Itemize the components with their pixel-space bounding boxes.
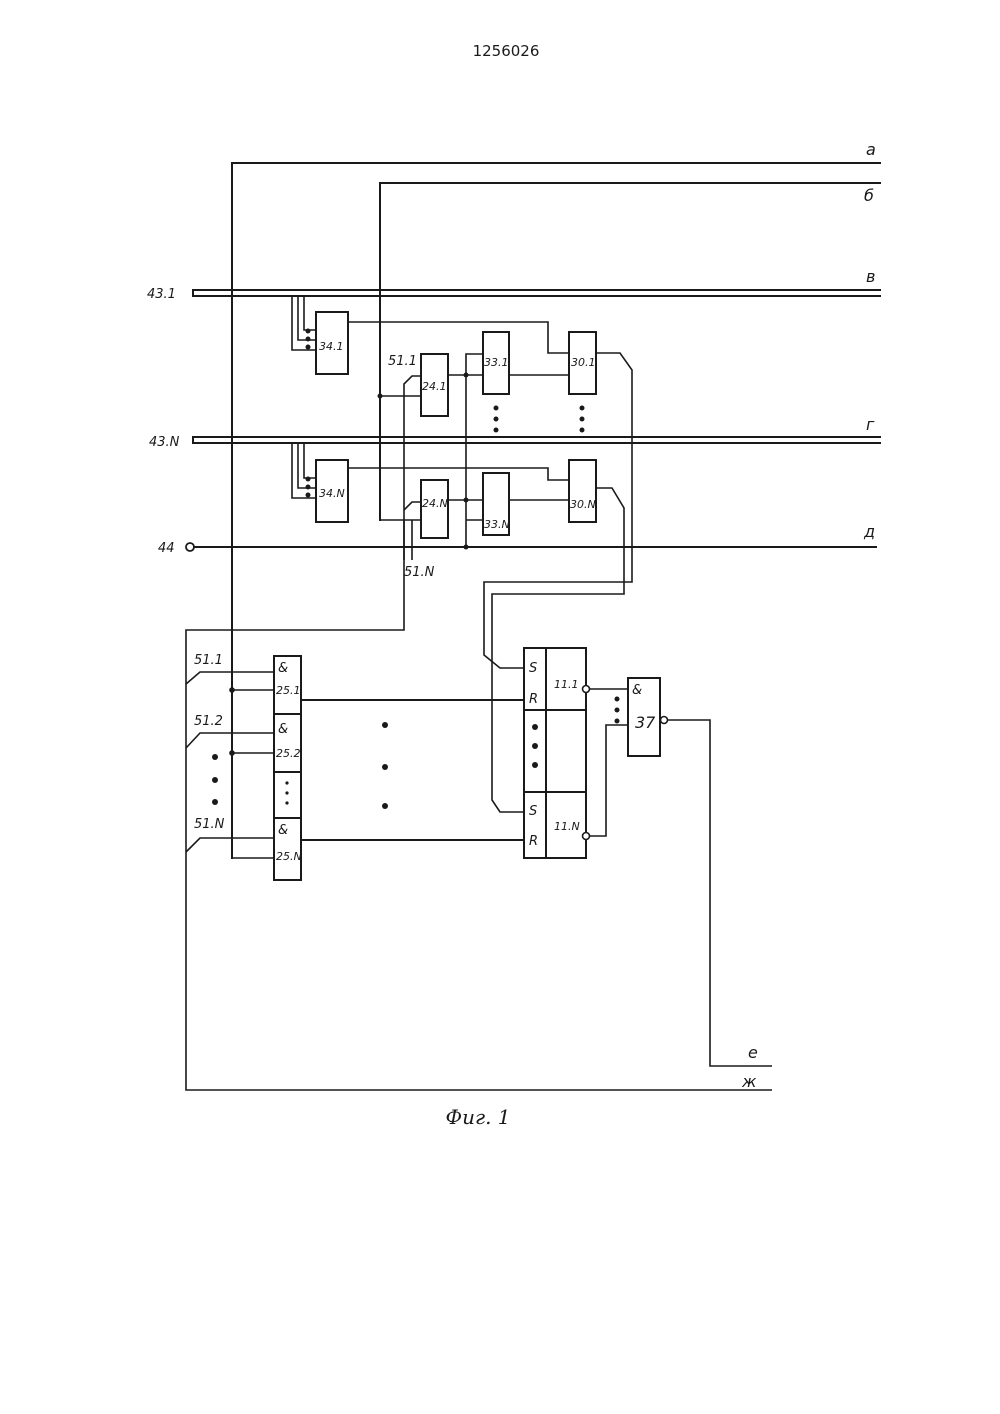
block-30-N-label: 30.N bbox=[570, 498, 596, 511]
block-33-1-label: 33.1 bbox=[484, 356, 509, 369]
gate-37-label: 37 bbox=[635, 713, 656, 732]
trigger-11-1-label: 11.1 bbox=[554, 678, 579, 691]
bus-b-line bbox=[380, 183, 880, 520]
gate-25-2-sym: & bbox=[278, 722, 288, 737]
trigger-11-1-S: S bbox=[529, 661, 537, 676]
gate-25-N-sym: & bbox=[278, 823, 288, 838]
block-30-N bbox=[569, 460, 596, 522]
input-44-terminal bbox=[186, 543, 194, 551]
signal-51-1-top-label: 51.1 bbox=[388, 354, 417, 369]
trigger-11-N-label: 11.N bbox=[554, 820, 580, 833]
signal-51-N-label: 51.N bbox=[194, 817, 225, 832]
bus-v-label: в bbox=[866, 267, 875, 286]
output-zh-label: ж bbox=[741, 1072, 757, 1091]
block-24-1-label: 24.1 bbox=[422, 380, 447, 393]
trigger-11-1-R: R bbox=[529, 692, 538, 707]
block-24-N-label: 24.N bbox=[422, 497, 448, 510]
input-43-N-label: 43.N bbox=[149, 435, 180, 450]
block-33-N-label: 33.N bbox=[484, 518, 510, 531]
gate-25-2-label: 25.2 bbox=[276, 747, 301, 760]
bus-a-label: а bbox=[866, 140, 876, 159]
patent-number: 1256026 bbox=[473, 42, 540, 60]
bus-b-label: б bbox=[864, 186, 874, 205]
block-34-1-label: 34.1 bbox=[319, 340, 344, 353]
gate-25-N-label: 25.N bbox=[276, 850, 302, 863]
trigger-11-N-R: R bbox=[529, 834, 538, 849]
trigger-11-N-S: S bbox=[529, 804, 537, 819]
gate-25-1-label: 25.1 bbox=[276, 684, 301, 697]
signal-51-1-label: 51.1 bbox=[194, 653, 223, 668]
bus-d-label: д bbox=[863, 522, 875, 541]
signal-51-2-label: 51.2 bbox=[194, 714, 223, 729]
gate-37-sym: & bbox=[632, 683, 642, 698]
bus-g-label: г bbox=[866, 415, 875, 434]
output-e-label: е bbox=[748, 1043, 758, 1062]
block-30-1-label: 30.1 bbox=[571, 356, 596, 369]
signal-51-N-top-label: 51.N bbox=[404, 565, 435, 580]
input-43-1-label: 43.1 bbox=[147, 287, 176, 302]
input-44-label: 44 bbox=[158, 541, 175, 556]
gate-25-1-sym: & bbox=[278, 661, 288, 676]
block-34-N-label: 34.N bbox=[319, 487, 345, 500]
figure-caption: Фиг. 1 bbox=[445, 1105, 510, 1129]
